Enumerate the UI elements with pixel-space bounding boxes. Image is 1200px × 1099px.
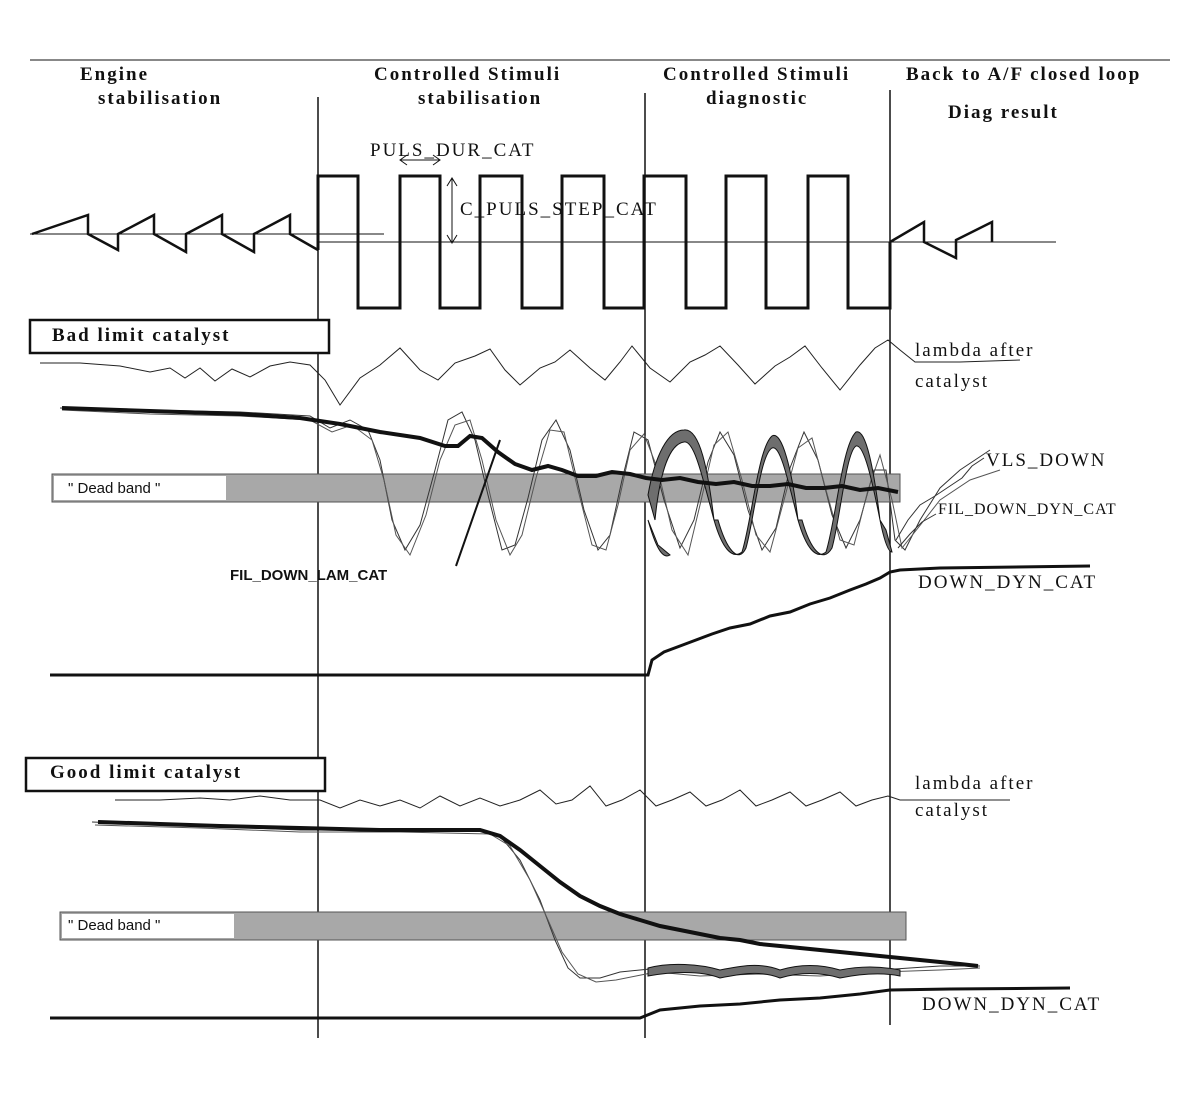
bad-raw-trace-b [61, 409, 1001, 557]
phase-engine-line2: stabilisation [98, 88, 222, 109]
puls-dur-label: PULS_DUR_CAT [370, 140, 535, 161]
bad-catalyst-title: Bad limit catalyst [52, 325, 231, 346]
phase-cs-diag-line2: diagnostic [706, 88, 808, 109]
closed-loop-sawtooth [889, 219, 994, 261]
bad-envelope-lobe-2 [647, 519, 671, 557]
good-down-dyn-cat-ramp [50, 986, 1071, 1020]
good-lambda-label-line1: lambda after [915, 773, 1034, 794]
phase-cs-stab-line2: stabilisation [418, 88, 542, 109]
good-down-dyn-label: DOWN_DYN_CAT [922, 994, 1101, 1015]
bad-fil-down-dyn-label: FIL_DOWN_DYN_CAT [938, 501, 1117, 518]
fil-down-lam-label: FIL_DOWN_LAM_CAT [230, 567, 387, 584]
good-catalyst-title: Good limit catalyst [50, 762, 242, 783]
good-dead-band-label-box [62, 914, 234, 938]
good-lambda-label-line2: catalyst [915, 800, 989, 821]
good-lambda-after-cat [115, 785, 1010, 809]
good-catalyst-box [24, 756, 327, 793]
bad-fil-down-dyn-cat-curve [61, 406, 899, 494]
bad-envelope-lobe-5 [879, 519, 893, 553]
bad-lambda-after-cat [40, 339, 1021, 406]
puls-step-arrowhead-top [446, 177, 458, 187]
bad-lambda-label-line2: catalyst [915, 371, 989, 392]
bad-dead-band-label-box [54, 476, 226, 500]
puls-dur-arrowhead-left [399, 154, 408, 166]
puls-step-label: C_PULS_STEP_CAT [460, 199, 658, 220]
good-envelope [647, 963, 901, 979]
good-dead-band-label: " Dead band " [68, 917, 160, 934]
phase-cs-diag-line1: Controlled Stimuli [663, 64, 850, 85]
good-raw-trace-b [94, 824, 981, 983]
bad-vls-down-label: VLS_DOWN [986, 450, 1107, 471]
bad-down-dyn-label: DOWN_DYN_CAT [918, 572, 1097, 593]
bad-raw-trace-a [59, 407, 991, 552]
bad-dead-band-label: " Dead band " [68, 480, 160, 497]
good-fil-down-dyn-cat-curve [97, 820, 979, 968]
bad-lambda-label-line1: lambda after [915, 340, 1034, 361]
phase-cs-stab-line1: Controlled Stimuli [374, 64, 561, 85]
phase-back-line1: Back to A/F closed loop [906, 64, 1141, 85]
fil-down-lam-pointer [455, 439, 501, 567]
bad-down-dyn-cat-ramp [50, 564, 1091, 677]
bad-fil-down-dyn-tail [897, 513, 937, 549]
engine-sawtooth [31, 212, 319, 255]
puls-dur-arrowhead-right [432, 154, 441, 166]
bad-catalyst-box [28, 318, 331, 355]
phase-back-line2: Diag result [948, 102, 1059, 123]
bad-vls-down-tail [895, 457, 985, 541]
phase-engine-line1: Engine [80, 64, 149, 85]
pulse-train [316, 174, 892, 310]
puls-step-arrowhead-bottom [446, 234, 458, 244]
